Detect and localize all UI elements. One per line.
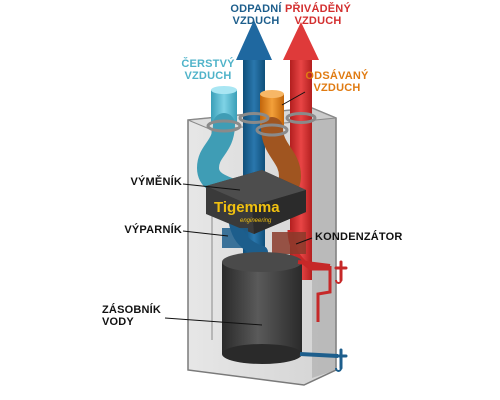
label-extract-air: ODSÁVANÝ VZDUCH [305, 70, 369, 94]
cold-water-pipe [299, 352, 339, 358]
callout-lines [164, 91, 313, 326]
cold-water-tap-icon [334, 348, 348, 372]
heat-exchanger-block [206, 170, 306, 234]
brand-logo-text: Tigemma [214, 199, 280, 216]
brand-logo-subtext: engineering [240, 218, 272, 224]
hot-water-pipe [297, 260, 332, 322]
water-tank [222, 252, 302, 364]
label-condenser: KONDENZÁTOR [315, 231, 403, 243]
condenser-unit [272, 232, 306, 254]
hot-water-tap-icon [334, 260, 348, 284]
label-evaporator: VÝPARNÍK [124, 224, 182, 236]
label-fresh-air: ČERSTVÝ VZDUCH [181, 58, 235, 82]
label-heat-exchanger: VÝMĚNÍK [130, 176, 182, 188]
label-supply-air: PŘIVÁDĚNÝ VZDUCH [285, 3, 351, 27]
evaporator-unit [222, 228, 248, 248]
label-exhaust-air: ODPADNÍ VZDUCH [230, 3, 282, 27]
label-water-tank: ZÁSOBNÍK VODY [102, 304, 162, 328]
